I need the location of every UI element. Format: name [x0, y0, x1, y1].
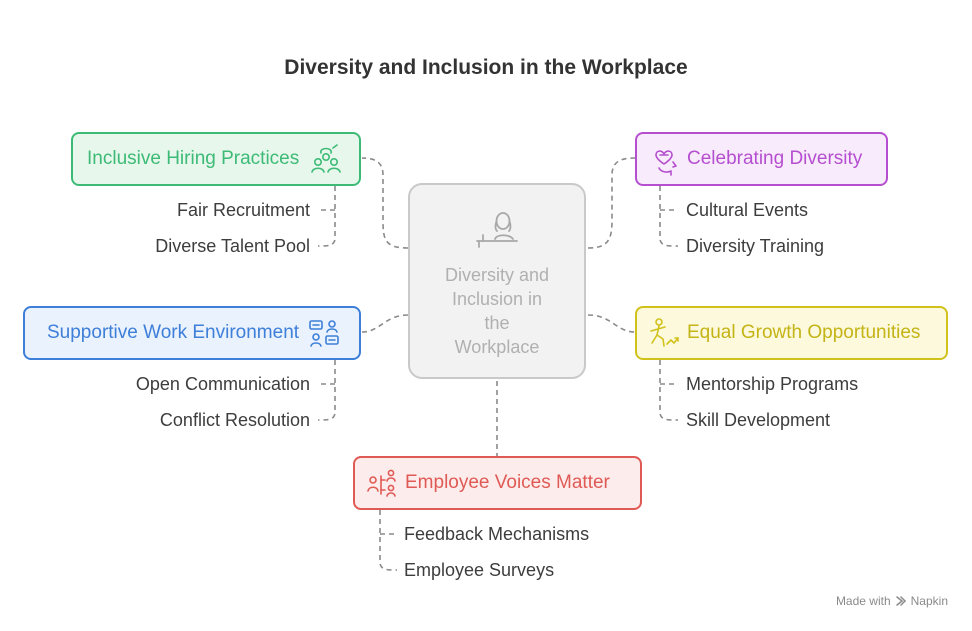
- napkin-logo-icon: [895, 596, 906, 606]
- central-line-3: the: [484, 313, 510, 333]
- connector-celebrating: [587, 157, 636, 249]
- central-line-1: Diversity and: [444, 265, 550, 285]
- item-diversity-training: Diversity Training: [686, 236, 825, 256]
- node-equal-growth-label: Equal Growth Opportunities: [687, 322, 921, 343]
- item-cultural-events: Cultural Events: [686, 200, 809, 220]
- item-diverse-talent-pool: Diverse Talent Pool: [155, 236, 310, 256]
- item-mentorship-programs: Mentorship Programs: [686, 374, 859, 394]
- made-with-label: Made with: [835, 594, 891, 608]
- node-celebrating-diversity: Celebrating Diversity: [635, 132, 888, 186]
- node-employee-voices-label: Employee Voices Matter: [405, 472, 610, 493]
- diagram-title: Diversity and Inclusion in the Workplace: [284, 56, 688, 79]
- node-inclusive-hiring-label: Inclusive Hiring Practices: [87, 148, 300, 169]
- item-feedback-mechanisms: Feedback Mechanisms: [404, 524, 590, 544]
- node-equal-growth: Equal Growth Opportunities: [635, 306, 948, 360]
- node-supportive-environment: Supportive Work Environment: [23, 306, 361, 360]
- connector-growth: [587, 314, 636, 333]
- item-open-communication: Open Communication: [135, 374, 310, 394]
- central-topic: Diversity and Inclusion in the Workplace: [408, 183, 586, 379]
- node-employee-voices: Employee Voices Matter: [353, 456, 642, 510]
- node-inclusive-hiring: Inclusive Hiring Practices: [71, 132, 361, 186]
- node-supportive-environment-label: Supportive Work Environment: [47, 322, 300, 343]
- brand-name: Napkin: [910, 594, 948, 608]
- climbing-person-icon: [650, 318, 679, 347]
- heart-head-icon: [655, 150, 677, 176]
- group-icon: [311, 144, 342, 173]
- central-topic-label: Diversity and Inclusion in the Workplace: [420, 263, 574, 359]
- item-skill-development: Skill Development: [686, 410, 831, 430]
- made-with-napkin: Made with Napkin: [836, 594, 948, 608]
- conversation-icon: [309, 320, 339, 347]
- item-conflict-resolution: Conflict Resolution: [159, 410, 310, 430]
- person-at-desk-icon: [476, 212, 518, 248]
- item-employee-surveys: Employee Surveys: [404, 560, 555, 580]
- connector-hiring: [361, 157, 409, 249]
- central-line-4: Workplace: [454, 337, 540, 357]
- central-line-2: Inclusion in: [451, 289, 543, 309]
- node-celebrating-diversity-label: Celebrating Diversity: [687, 148, 863, 169]
- people-speaking-icon: [367, 469, 396, 497]
- item-fair-recruitment: Fair Recruitment: [176, 200, 310, 220]
- connector-supportive: [361, 314, 409, 333]
